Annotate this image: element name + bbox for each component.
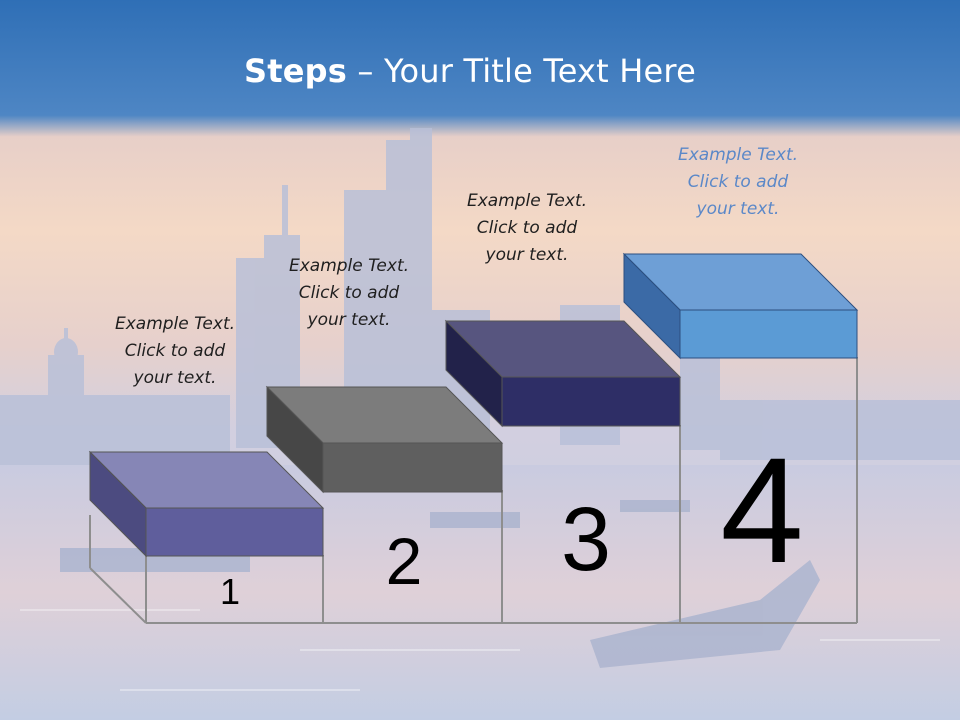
caption-line: Example Text. — [466, 191, 588, 211]
caption-line: Example Text. — [677, 145, 799, 165]
title-text: – Your Title Text Here — [347, 52, 696, 90]
step-3-number: 3 — [561, 490, 611, 590]
caption-line: Click to add — [124, 341, 226, 361]
slide-title[interactable]: Steps – Your Title Text Here — [0, 52, 940, 90]
step-3-caption[interactable]: Example Text. Click to add your text. — [442, 188, 612, 269]
caption-line: your text. — [485, 245, 569, 265]
caption-line: Click to add — [687, 172, 789, 192]
step-4-number: 4 — [720, 426, 803, 594]
step-1-block[interactable] — [88, 450, 325, 558]
caption-line: your text. — [133, 368, 217, 388]
title-bold-word: Steps — [244, 52, 348, 90]
step-2-block[interactable] — [265, 385, 504, 494]
step-2-caption[interactable]: Example Text. Click to add your text. — [264, 253, 434, 334]
step-4-caption[interactable]: Example Text. Click to add your text. — [653, 142, 823, 223]
caption-line: your text. — [307, 310, 391, 330]
step-3-block[interactable] — [444, 319, 682, 428]
steps-outline — [89, 357, 858, 624]
step-1-caption[interactable]: Example Text. Click to add your text. — [90, 311, 260, 392]
step-2-number: 2 — [386, 524, 423, 598]
caption-line: Click to add — [476, 218, 578, 238]
caption-line: Example Text. — [114, 314, 236, 334]
step-4-block[interactable] — [622, 252, 859, 360]
caption-line: Click to add — [298, 283, 400, 303]
caption-line: Example Text. — [288, 256, 410, 276]
caption-line: your text. — [696, 199, 780, 219]
step-1-number: 1 — [220, 571, 240, 612]
